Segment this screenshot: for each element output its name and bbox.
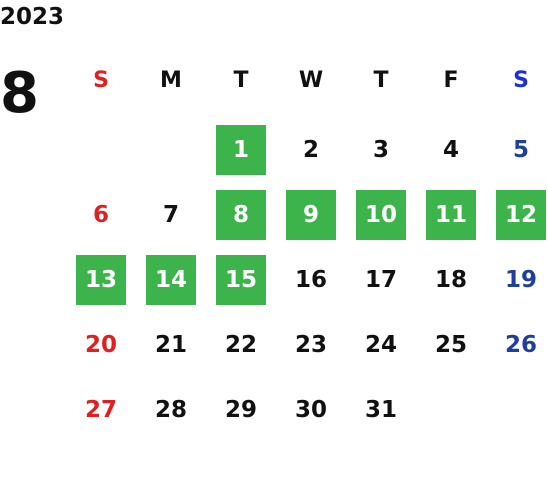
year-label: 2023: [0, 4, 65, 30]
day-cell: 20: [84, 332, 117, 358]
weekday-header-mon: M: [160, 68, 182, 93]
day-cell-highlighted: 14: [146, 255, 196, 305]
day-cell: 19: [504, 267, 537, 293]
day-cell-highlighted: 13: [76, 255, 126, 305]
day-cell: 29: [224, 397, 257, 423]
weekday-header-wed: W: [298, 68, 324, 93]
day-cell: 2: [302, 137, 319, 163]
day-cell-highlighted: 1: [216, 125, 266, 175]
day-cell: 7: [162, 202, 179, 228]
day-cell-highlighted: 15: [216, 255, 266, 305]
day-cell: 30: [294, 397, 327, 423]
day-cell: 26: [504, 332, 537, 358]
day-cell: 28: [154, 397, 187, 423]
day-cell: 17: [364, 267, 397, 293]
day-cell-highlighted: 12: [496, 190, 546, 240]
weekday-header-sun: S: [93, 68, 109, 93]
day-cell: 27: [84, 397, 117, 423]
weekday-header-fri: F: [443, 68, 459, 93]
weekday-header-tue: T: [233, 68, 249, 93]
day-cell: 18: [434, 267, 467, 293]
day-cell-highlighted: 11: [426, 190, 476, 240]
day-cell: 5: [512, 137, 529, 163]
day-cell-highlighted: 9: [286, 190, 336, 240]
day-cell: 23: [294, 332, 327, 358]
day-cell: 16: [294, 267, 327, 293]
month-label: 8: [0, 61, 39, 126]
day-cell: 21: [154, 332, 187, 358]
weekday-header-sat: S: [513, 68, 529, 93]
day-cell: 24: [364, 332, 397, 358]
day-cell: 3: [372, 137, 389, 163]
day-cell: 22: [224, 332, 257, 358]
day-cell: 4: [442, 137, 459, 163]
day-cell: 25: [434, 332, 467, 358]
day-cell: 6: [92, 202, 109, 228]
weekday-header-thu: T: [373, 68, 389, 93]
day-cell-highlighted: 8: [216, 190, 266, 240]
day-cell: 31: [364, 397, 397, 423]
day-cell-highlighted: 10: [356, 190, 406, 240]
